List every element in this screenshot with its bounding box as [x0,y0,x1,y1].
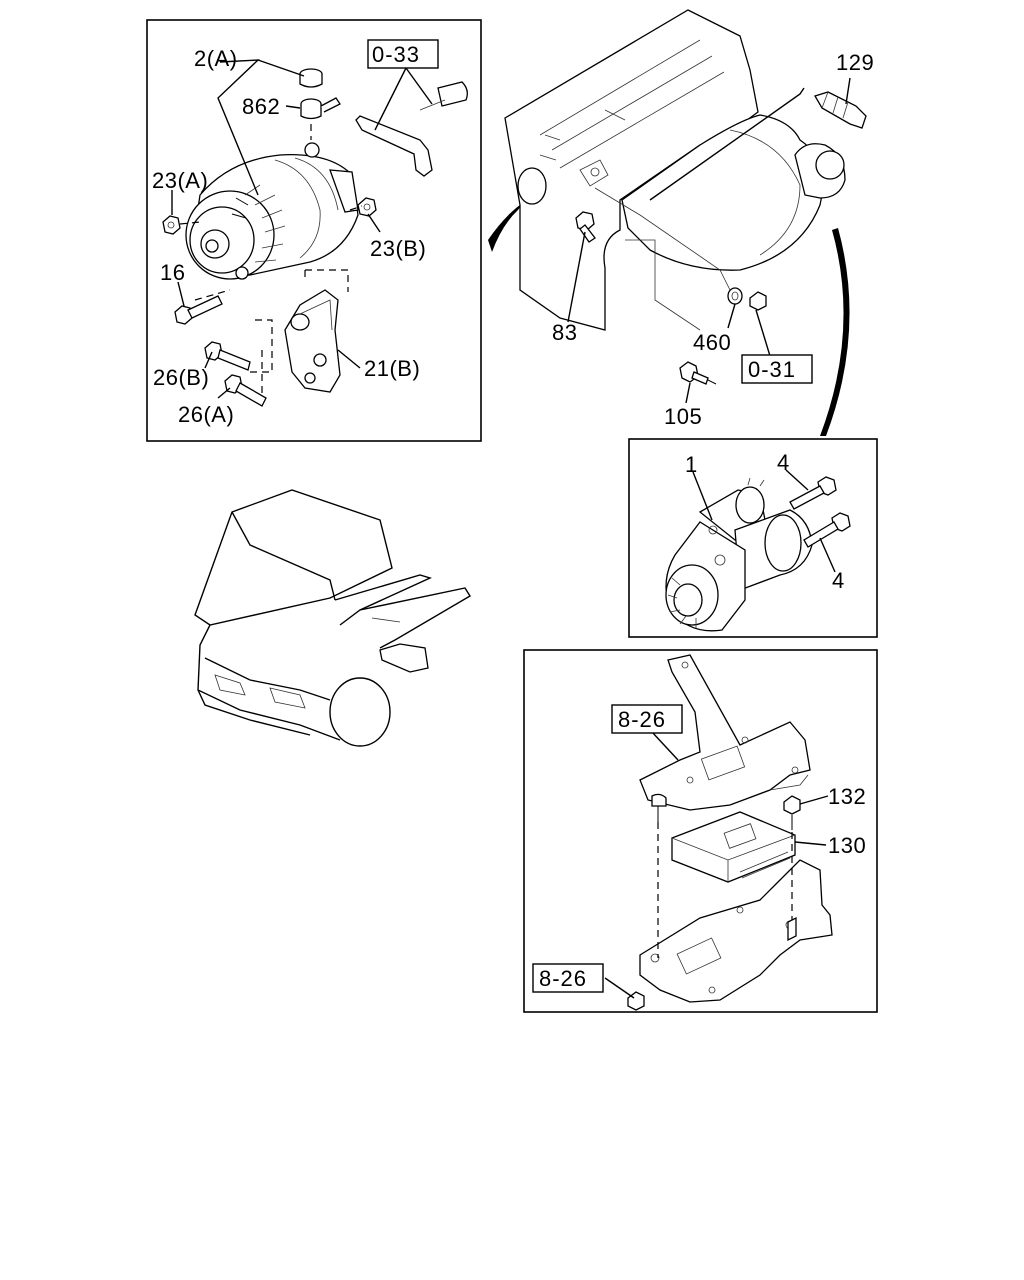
callout-21b: 21(B) [364,356,420,381]
callout-83: 83 [552,320,577,345]
upper-bracket-illustration [639,654,811,811]
callout-460: 460 [693,330,731,355]
bolt-16 [174,295,223,325]
callout-132: 132 [828,784,866,809]
plug-031 [749,291,767,311]
callout-4-bottom: 4 [832,568,845,593]
nut-23b [357,197,377,217]
cap-part [299,68,323,88]
nut-23a [162,215,181,235]
ref-box-031 [741,354,813,384]
callout-16: 16 [160,260,185,285]
ref-box-826-bottom [532,963,604,993]
bracket-033 [355,81,468,177]
screw-left [651,793,667,822]
alternator-panel: 2(A) 862 0-33 23(A) 23(B) 16 26(B) 26(A)… [146,19,482,442]
truck-illustration [194,489,471,747]
sensor-129 [814,91,867,129]
controller-module-130 [671,811,796,883]
callout-26a: 26(A) [178,402,234,427]
connector-862 [300,97,341,120]
callout-4-top: 4 [777,450,790,475]
washer-460 [727,287,743,305]
bolt-4-top [789,476,837,510]
bracket-21b [284,289,341,393]
callout-129: 129 [836,50,874,75]
callout-862: 862 [242,94,280,119]
connector-arc-right [820,228,850,436]
callout-105: 105 [664,404,702,429]
sensor-105 [679,361,717,385]
callout-26b: 26(B) [153,365,209,390]
bolt-lower-right [787,916,797,942]
callout-130: 130 [828,833,866,858]
callout-2a: 2(A) [194,46,238,71]
connector-arc-left [488,202,524,252]
starter-motor-illustration [665,477,813,632]
starter-panel: 1 4 4 [628,438,878,638]
screw-132 [783,795,801,815]
alternator-illustration [185,142,359,280]
bolt-26b [204,341,251,371]
callout-826-top[interactable]: 8-26 [618,707,666,732]
ref-box-826-top [611,704,683,734]
callout-1: 1 [685,452,698,477]
controller-panel: 8-26 8-26 132 130 [523,649,878,1013]
engine-block-illustration [504,9,846,331]
callout-033[interactable]: 0-33 [372,42,420,67]
callout-23b: 23(B) [370,236,426,261]
callout-23a: 23(A) [152,168,208,193]
ref-box-033 [367,39,439,69]
bolt-4-bottom [803,512,851,548]
callout-031[interactable]: 0-31 [748,357,796,382]
callout-826-bottom[interactable]: 8-26 [539,966,587,991]
bolt-83 [575,211,596,243]
lower-bracket-illustration [639,859,833,1003]
